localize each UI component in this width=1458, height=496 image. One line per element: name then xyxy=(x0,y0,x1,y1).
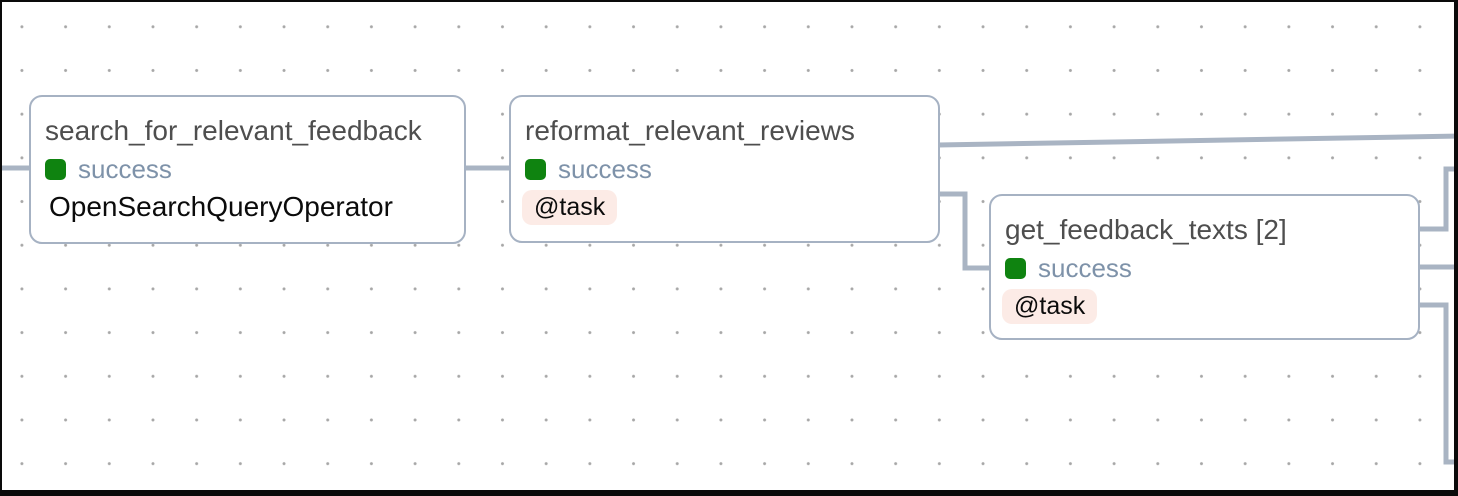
task-decorator-badge: @task xyxy=(1002,288,1098,324)
task-status-label: success xyxy=(78,154,172,184)
task-status-label: success xyxy=(1038,253,1132,283)
success-state-icon xyxy=(45,158,66,180)
task-status-row: success xyxy=(1005,249,1404,287)
success-state-icon xyxy=(1005,257,1026,279)
task-subtitle-row: @task xyxy=(1002,287,1404,325)
task-status-row: success xyxy=(525,150,924,188)
success-state-icon xyxy=(525,158,546,180)
task-node-reformat-relevant-reviews[interactable]: reformat_relevant_reviews success @task xyxy=(509,95,940,243)
task-decorator-badge: @task xyxy=(522,189,618,225)
task-node-get-feedback-texts[interactable]: get_feedback_texts [2] success @task xyxy=(989,194,1420,340)
task-subtitle-row: @task xyxy=(522,188,924,226)
task-subtitle-row: OpenSearchQueryOperator xyxy=(45,188,450,226)
task-status-row: success xyxy=(45,150,450,188)
task-status-label: success xyxy=(558,154,652,184)
task-node-search-for-relevant-feedback[interactable]: search_for_relevant_feedback success Ope… xyxy=(29,95,466,244)
task-operator-label: OpenSearchQueryOperator xyxy=(49,191,393,222)
task-title: reformat_relevant_reviews xyxy=(525,115,855,146)
task-title: search_for_relevant_feedback xyxy=(45,115,422,146)
task-title: get_feedback_texts [2] xyxy=(1005,214,1287,245)
